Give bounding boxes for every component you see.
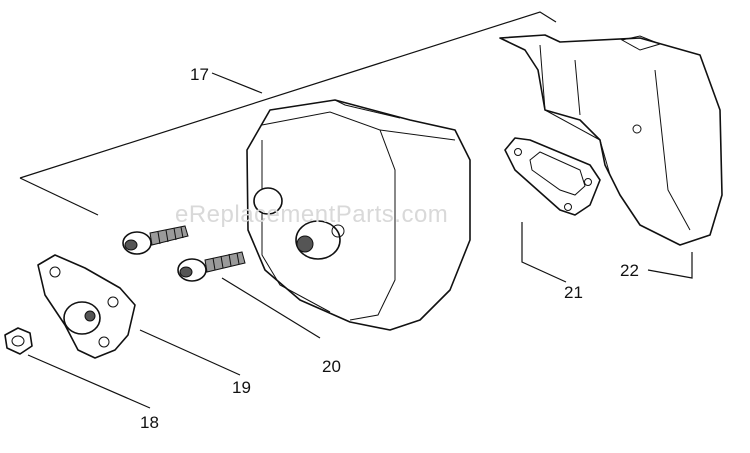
- leader-21: [521, 222, 567, 283]
- bolt-upper: [122, 225, 189, 255]
- leader-17: [211, 72, 263, 94]
- gasket-part-21: [504, 137, 601, 216]
- callout-labels: 17 18 19 20 21 22: [140, 65, 639, 432]
- callout-17: 17: [190, 65, 209, 84]
- leader-22: [647, 252, 693, 279]
- callout-22: 22: [620, 261, 639, 280]
- muffler-body-part-20: [246, 99, 471, 331]
- callout-21: 21: [564, 283, 583, 302]
- assembly-bracket-17: [19, 11, 557, 179]
- watermark-text: eReplacementParts.com: [175, 201, 448, 228]
- leader-lines: [19, 11, 693, 409]
- muffler-cover-part-22: [499, 34, 723, 246]
- callout-20: 20: [322, 357, 341, 376]
- callout-19: 19: [232, 378, 251, 397]
- exhaust-plate-part-19: [37, 254, 136, 359]
- leader-18: [27, 354, 151, 409]
- nut-part-18: [4, 327, 33, 355]
- bolt-lower: [177, 251, 246, 282]
- callout-18: 18: [140, 413, 159, 432]
- leader-20: [221, 277, 321, 339]
- leader-19: [139, 329, 241, 376]
